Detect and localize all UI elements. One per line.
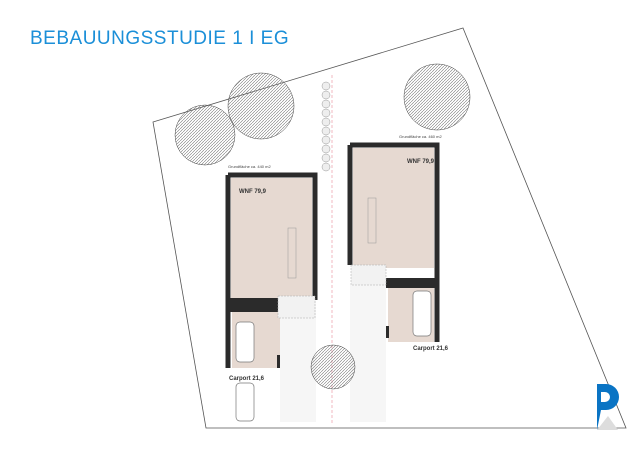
left-house xyxy=(225,172,318,422)
right-carport-label: Carport 21,6 xyxy=(413,346,449,352)
driveway-right xyxy=(350,285,386,422)
tree-icon xyxy=(227,72,295,140)
left-carport-label: Carport 21,6 xyxy=(229,376,265,382)
plot-boundary xyxy=(152,27,627,429)
brand-logo xyxy=(597,384,619,430)
hedge-row xyxy=(321,81,331,172)
page-title: BEBAUUNGSSTUDIE 1 I EG xyxy=(30,28,290,49)
car-icon xyxy=(235,382,255,422)
tree-icon xyxy=(310,344,356,390)
tree-icon xyxy=(403,63,471,131)
car-icon xyxy=(235,321,255,363)
car-icon xyxy=(412,290,432,337)
right-wnf-label: WNF 79,9 xyxy=(407,159,435,165)
left-wnf-label: WNF 79,9 xyxy=(239,189,267,195)
right-area-label: Grundfläche ca. 460 m2 xyxy=(399,134,442,139)
trees xyxy=(174,63,471,390)
left-area-label: Grundfläche ca. 440 m2 xyxy=(228,164,271,169)
tree-icon xyxy=(174,104,236,166)
right-house xyxy=(347,142,440,342)
driveway-left xyxy=(280,300,316,422)
